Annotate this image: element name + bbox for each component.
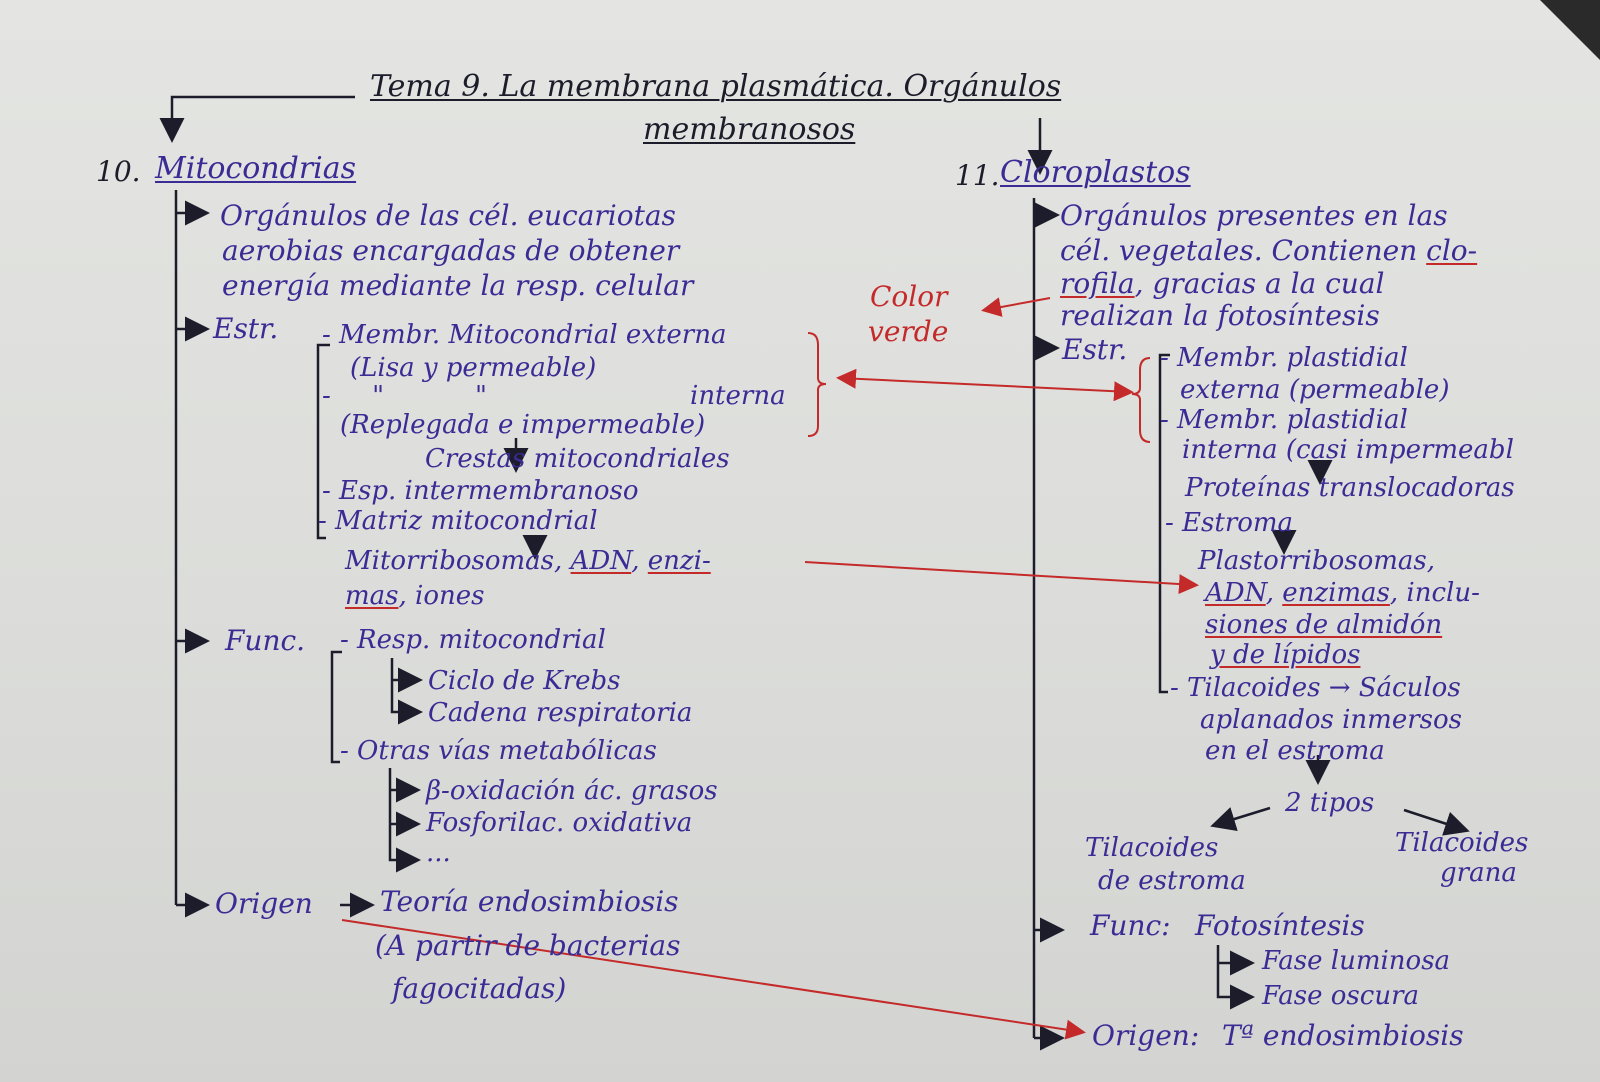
mito-estr-label: Estr.: [213, 312, 279, 345]
cloro-def-line-3: rofila, gracias a la cual: [1060, 270, 1385, 298]
matrix-estroma-arrow: [804, 561, 1199, 595]
cloro-def-text: cél. vegetales. Contienen: [1060, 234, 1418, 267]
mito-func-item: - Resp. mitocondrial: [340, 625, 606, 655]
cloro-def-line: Orgánulos presentes en las: [1060, 199, 1448, 232]
title-left-connector: [159, 95, 355, 143]
cloro-estr-item: externa (permeable): [1180, 375, 1450, 405]
mito-func-bracket: [330, 650, 342, 764]
cloro-estr-item: Proteínas translocadoras: [1185, 473, 1515, 503]
cloro-clorofila-end: rofila: [1060, 267, 1135, 300]
cloro-enzimas: enzimas: [1282, 578, 1390, 608]
cloro-tilacoide-estroma-2: de estroma: [1098, 866, 1246, 896]
mito-enzimas: enzi-: [647, 546, 711, 576]
mito-heading: Mitocondrias: [155, 151, 357, 186]
cloro-estr-item: y de lípidos: [1210, 640, 1361, 670]
mito-heading-number: 10.: [96, 155, 141, 188]
page-title-line2: membranosos: [643, 112, 856, 147]
mito-estr-item: Crestas mitocondriales: [425, 444, 730, 474]
cloro-estr-item: - Membr. plastidial: [1160, 405, 1408, 435]
mito-estr-item: - Matriz mitocondrial: [318, 506, 598, 536]
mito-estr-item: - Esp. intermembranoso: [322, 476, 639, 506]
cloro-membr-brace: [1131, 357, 1151, 443]
mito-origen-line: (A partir de bacterias: [375, 929, 681, 962]
mito-def-line: aerobias encargadas de obtener: [222, 234, 680, 267]
cloro-origen-label: Origen:: [1092, 1019, 1200, 1052]
cloro-func-value: Fotosíntesis: [1195, 909, 1365, 942]
cloro-adn: ADN: [1205, 578, 1266, 608]
cloro-estr-item: - Estroma: [1165, 508, 1294, 538]
cloro-def-line-2: cél. vegetales. Contienen clo-: [1060, 237, 1477, 265]
cloro-origen-value: Tª endosimbiosis: [1222, 1019, 1464, 1052]
mito-estr-item: (Lisa y permeable): [350, 353, 597, 383]
mito-origen-line: Teoría endosimbiosis: [380, 885, 679, 918]
mito-iones: , iones: [398, 581, 485, 611]
mito-func-label: Func.: [225, 624, 306, 657]
mito-origen-line: fagocitadas): [392, 972, 567, 1005]
color-verde-arrow: [981, 297, 1051, 317]
membranes-link-arrow: [836, 368, 1134, 402]
page-title: Tema 9. La membrana plasmática. Orgánulo…: [370, 69, 1062, 104]
mito-def-line: energía mediante la resp. celular: [222, 269, 694, 302]
cloro-estr-item: - Membr. plastidial: [1160, 343, 1408, 373]
mito-estr-item: (Replegada e impermeable): [340, 410, 706, 440]
cloro-estroma-content: ADN, enzimas, inclu-: [1205, 578, 1480, 608]
mito-estr-item: - Membr. Mitocondrial externa: [322, 320, 727, 350]
mito-func-item: Cadena respiratoria: [428, 698, 693, 728]
cloro-inclusiones: , inclu-: [1389, 578, 1480, 608]
cloro-estr-item: - Tilacoides → Sáculos: [1170, 673, 1461, 703]
color-note-line2: verde: [868, 315, 949, 348]
mito-ditto: - " ": [322, 381, 487, 411]
cloro-def-line: realizan la fotosíntesis: [1060, 299, 1380, 332]
cloro-heading-number: 11.: [955, 159, 1000, 192]
mito-estr-item: interna: [690, 381, 786, 411]
cloro-estr-label: Estr.: [1062, 333, 1128, 366]
mito-enzimas-end: mas: [345, 581, 399, 611]
mito-origen-label: Origen: [215, 887, 313, 920]
cloro-heading: Cloroplastos: [1000, 155, 1191, 190]
mito-estr-bracket: [316, 343, 330, 540]
cloro-def-text: , gracias a la cual: [1134, 267, 1385, 300]
cloro-func-item: Fase luminosa: [1262, 946, 1451, 976]
cloro-tilacoide-estroma: Tilacoides: [1085, 833, 1219, 863]
cloro-tilacoide-grana: Tilacoides: [1395, 828, 1529, 858]
mito-def-line: Orgánulos de las cél. eucariotas: [220, 199, 676, 232]
cloro-tipos: 2 tipos: [1285, 788, 1375, 818]
mito-func-item: ...: [426, 838, 451, 868]
cloro-estr-item: aplanados inmersos: [1200, 705, 1462, 735]
mito-matriz-text: Mitorribosomas,: [345, 546, 563, 576]
mito-func-item: Ciclo de Krebs: [428, 666, 621, 696]
mito-matriz-content-2: mas, iones: [345, 583, 484, 609]
cloro-estr-item: en el estroma: [1205, 736, 1385, 766]
cloro-estr-bracket: [1158, 353, 1170, 694]
color-note-line1: Color: [870, 280, 948, 313]
mito-adn: ADN: [570, 546, 632, 576]
mito-matriz-content: Mitorribosomas, ADN, enzi-: [345, 546, 711, 576]
cloro-estr-item: Plastorribosomas,: [1198, 546, 1435, 576]
mito-func-item: Fosforilac. oxidativa: [426, 808, 693, 838]
cloro-func-item: Fase oscura: [1262, 981, 1420, 1011]
origen-link-arrow: [341, 919, 1086, 1040]
mito-membr-brace: [807, 332, 827, 437]
mito-func-item: - Otras vías metabólicas: [340, 736, 657, 766]
mito-func-item: β-oxidación ác. grasos: [426, 776, 718, 806]
cloro-estr-item: siones de almidón: [1205, 610, 1443, 640]
cloro-estr-item: interna (casi impermeabl: [1182, 435, 1514, 465]
cloro-func-label: Func:: [1090, 909, 1171, 942]
cloro-tilacoide-grana-2: grana: [1440, 858, 1517, 888]
cloro-clorofila-start: clo-: [1426, 234, 1478, 267]
